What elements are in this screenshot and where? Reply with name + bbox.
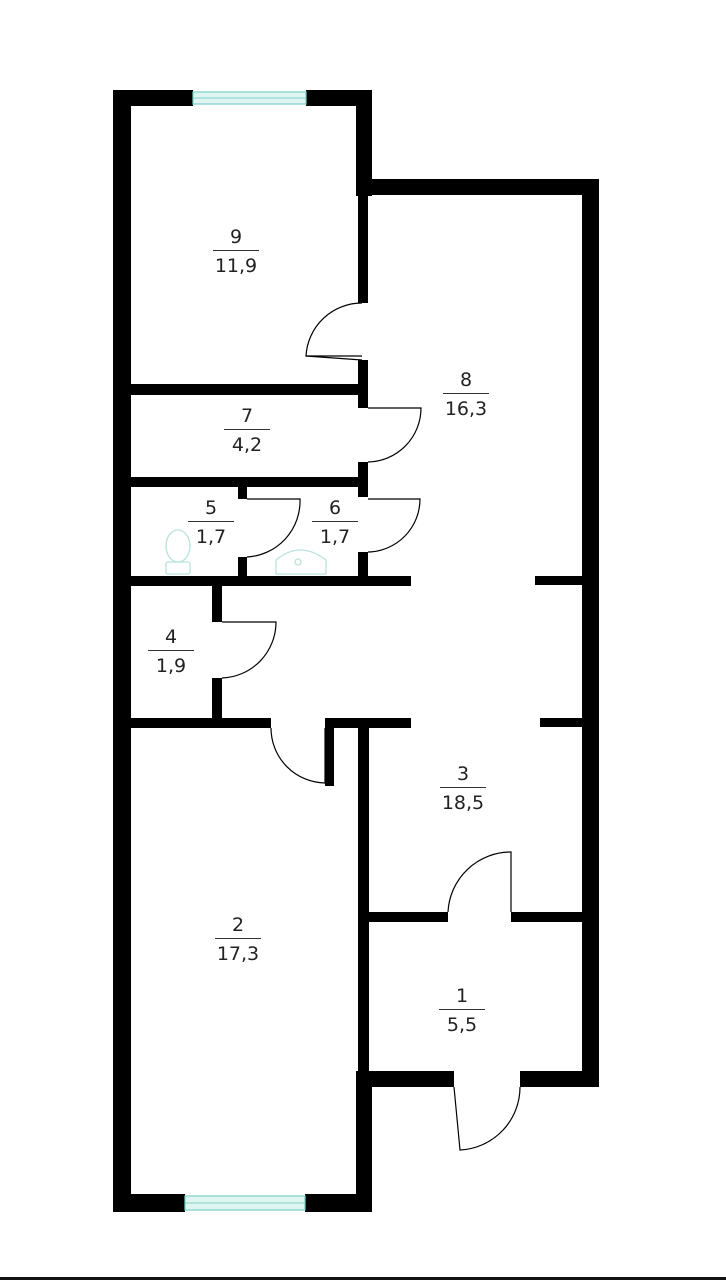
room-6-label: 6 1,7: [290, 496, 380, 549]
wall-outer-left: [113, 90, 131, 1212]
wall-2-3: [358, 728, 369, 1087]
wall-2-corridor: [325, 718, 411, 728]
room-3-label: 3 18,5: [418, 762, 508, 815]
wall-2-3-upper: [325, 728, 334, 786]
wall-top-left: [113, 90, 193, 106]
sink-fixture: [275, 549, 327, 575]
room-area: 4,2: [231, 434, 263, 456]
room-area: 16,3: [444, 398, 488, 420]
room-number: 2: [215, 913, 261, 939]
wall-7-56: [131, 477, 368, 487]
wall-stub-right-upper: [535, 576, 582, 585]
wall-room4-upper: [212, 586, 222, 622]
room-number: 5: [188, 496, 234, 522]
room-7-label: 7 4,2: [202, 404, 292, 457]
wall-9-7: [131, 384, 368, 395]
doors: [221, 302, 521, 1151]
room-8-label: 8 16,3: [421, 368, 511, 421]
wall-bottom-left: [113, 1194, 185, 1212]
room-area: 18,5: [441, 792, 485, 814]
wall-4-2: [131, 718, 271, 728]
wall-room1-bottom-left: [356, 1071, 454, 1087]
room-number: 4: [148, 625, 194, 651]
room-area: 17,3: [216, 943, 260, 965]
fixtures: [165, 529, 327, 575]
room-number: 8: [443, 368, 489, 394]
room-area: 11,9: [214, 255, 258, 277]
windows: [184, 91, 307, 1211]
wall-top-right: [306, 90, 372, 106]
door-room9: [305, 302, 363, 357]
room-2-label: 2 17,3: [193, 913, 283, 966]
wall-stub-right-lower: [540, 718, 582, 727]
bottom-edge-line: [0, 1277, 726, 1280]
wall-56-corridor: [131, 576, 411, 586]
wall-3-1-right: [511, 912, 582, 922]
room-9-label: 9 11,9: [191, 225, 281, 278]
wall-outer-right: [582, 179, 599, 1087]
toilet-fixture: [165, 529, 191, 575]
wall-room2-right-lower: [356, 1071, 372, 1212]
room-5-label: 5 1,7: [166, 496, 256, 549]
room-4-label: 4 1,9: [126, 625, 216, 678]
wall-room1-bottom-right: [520, 1071, 599, 1087]
wall-room9-right: [356, 90, 372, 196]
wall-6-8-lower: [358, 552, 368, 577]
wall-3-1-left: [369, 912, 448, 922]
wall-9-8-upper: [358, 195, 368, 303]
room-number: 6: [312, 496, 358, 522]
wall-bottom-right: [305, 1194, 372, 1212]
walls: [113, 90, 599, 1212]
room-area: 1,7: [195, 526, 227, 548]
room-number: 7: [224, 404, 270, 430]
room-1-label: 1 5,5: [417, 984, 507, 1037]
wall-5-6-upper: [238, 487, 247, 499]
wall-5-6-lower: [238, 557, 247, 577]
wall-room4-lower: [212, 678, 222, 720]
room-area: 1,9: [155, 655, 187, 677]
room-area: 1,7: [319, 526, 351, 548]
room-number: 1: [439, 984, 485, 1010]
wall-room8-top: [356, 179, 599, 195]
room-number: 9: [213, 225, 259, 251]
room-number: 3: [440, 762, 486, 788]
room-area: 5,5: [446, 1014, 478, 1036]
